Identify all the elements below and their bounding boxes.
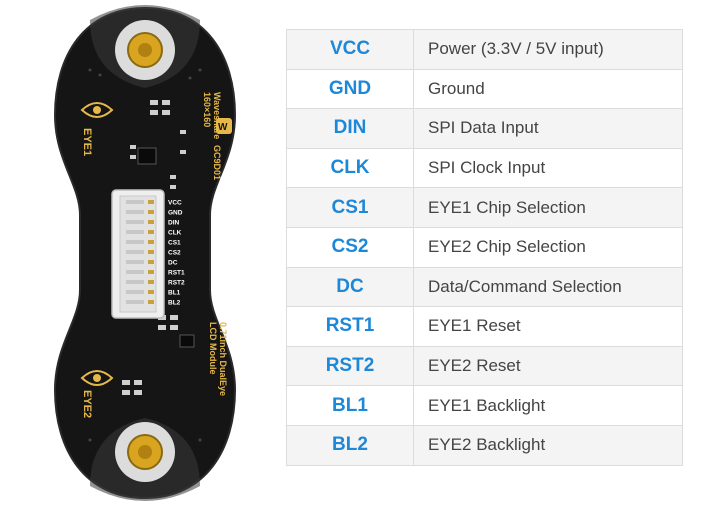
eye2-label: EYE2 [81, 390, 93, 418]
connector-pad [148, 250, 154, 254]
pin-name: CS1 [286, 187, 414, 228]
connector-pad [148, 200, 154, 204]
pin-name: BL1 [286, 385, 414, 426]
connector-pad [148, 270, 154, 274]
eye1-icon [80, 102, 114, 118]
connector-pin-label: BL1 [168, 290, 181, 297]
smd-components [122, 100, 186, 395]
pin-name: VCC [286, 29, 414, 70]
pin-description: EYE1 Chip Selection [413, 187, 683, 228]
connector-pin-label: DIN [168, 220, 180, 227]
pin-name: CLK [286, 147, 414, 189]
connector-slot [126, 230, 144, 234]
eye1-label: EYE1 [81, 128, 93, 156]
module-line1: 0.71inch DualEye [218, 322, 228, 396]
connector-slot [126, 250, 144, 254]
connector-pin-label: CS2 [168, 250, 181, 257]
eye2-icon [80, 370, 114, 386]
connector-slot [126, 240, 144, 244]
connector-pin-label: CS1 [168, 240, 181, 247]
transistor-chip [179, 334, 195, 348]
resolution-text: 160×160 [202, 92, 212, 127]
pin-description: EYE2 Backlight [413, 424, 683, 466]
connector-pad [148, 220, 154, 224]
connector-slot [126, 300, 144, 304]
connector-slot [126, 270, 144, 274]
pin-description: EYE1 Reset [413, 306, 683, 347]
pcb-board: EYE1 EYE2 Waveshare 160×160 GC9D01 W 0.7… [53, 5, 237, 501]
connector-pin-label: GND [168, 210, 183, 217]
connector-pad [148, 230, 154, 234]
connector-pad [148, 280, 154, 284]
pin-description: EYE2 Reset [413, 345, 683, 387]
connector-pad [148, 240, 154, 244]
connector-pin-label: RST1 [168, 270, 185, 277]
connector-pad [148, 300, 154, 304]
connector-pin-label: VCC [168, 200, 182, 207]
pin-name: BL2 [286, 424, 414, 466]
connector-slot [126, 200, 144, 204]
pin-description: SPI Clock Input [413, 147, 683, 189]
pin-name: DC [286, 266, 414, 308]
pin-name: DIN [286, 108, 414, 149]
regulator-chip [137, 147, 157, 165]
connector-pin-label: RST2 [168, 280, 185, 287]
pin-description: Ground [413, 68, 683, 110]
waveshare-logo: W [216, 118, 232, 134]
module-line2: LCD Module [208, 322, 218, 375]
connector-slot [126, 220, 144, 224]
connector-pin-label: CLK [168, 230, 182, 237]
connector-pin-label: DC [168, 260, 178, 267]
pin-name: GND [286, 68, 414, 110]
pin-name: CS2 [286, 226, 414, 268]
pin-name: RST1 [286, 306, 414, 347]
pin-description: Data/Command Selection [413, 266, 683, 308]
svg-text:W: W [218, 122, 228, 133]
connector-slot [126, 290, 144, 294]
connector-slot [126, 260, 144, 264]
connector-slot [126, 210, 144, 214]
brand-text: Waveshare [212, 92, 222, 139]
connector-pad [148, 260, 154, 264]
pin-description: Power (3.3V / 5V input) [413, 29, 683, 70]
driver-text: GC9D01 [212, 145, 222, 180]
connector-pad [148, 210, 154, 214]
pin-description: EYE2 Chip Selection [413, 226, 683, 268]
connector-pad [148, 290, 154, 294]
pin-name: RST2 [286, 345, 414, 387]
connector-pin-label: BL2 [168, 300, 181, 307]
pin-description: SPI Data Input [413, 108, 683, 149]
pin-description: EYE1 Backlight [413, 385, 683, 426]
connector-slot [126, 280, 144, 284]
